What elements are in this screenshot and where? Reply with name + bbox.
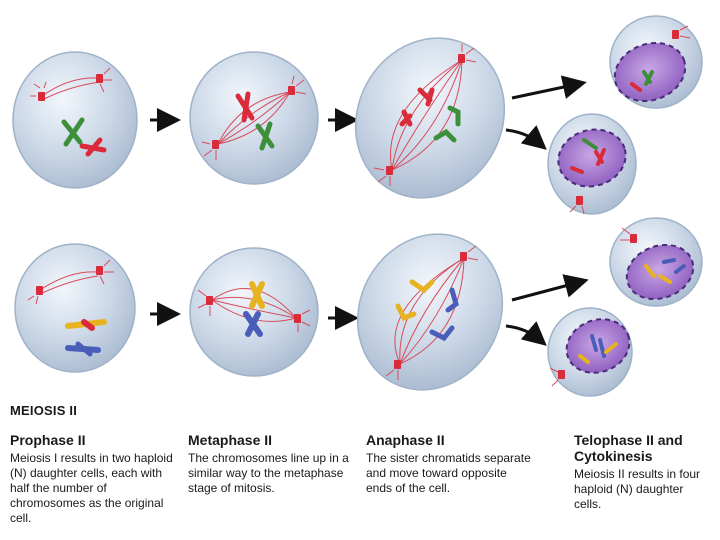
arrow-icon xyxy=(511,75,587,100)
stage-description: The sister chromatids separate and move … xyxy=(366,451,531,495)
anaphase-cell-bottom xyxy=(356,233,504,391)
chromosome-icon xyxy=(65,319,107,331)
anaphase-cell-top xyxy=(354,37,506,199)
nucleus xyxy=(557,128,627,188)
daughter-cell-4 xyxy=(547,307,633,397)
centrosome-icon xyxy=(288,75,307,95)
stage-description: The chromosomes line up in a similar way… xyxy=(188,451,349,495)
daughter-cell-3 xyxy=(609,217,703,307)
centrosome-icon xyxy=(385,360,401,380)
centrosome-icon xyxy=(630,234,637,243)
chromosome-icon xyxy=(61,117,85,147)
centrosome-icon xyxy=(201,140,219,160)
centrosome-icon xyxy=(576,196,583,205)
nucleus xyxy=(625,243,695,301)
centrosome-icon xyxy=(96,67,112,93)
prophase-cell-top xyxy=(12,51,138,189)
arrow-icon xyxy=(505,321,547,346)
centrosome-icon xyxy=(30,81,47,101)
chromosome-icon xyxy=(429,325,455,342)
prophase-cell-bottom xyxy=(14,243,136,373)
chromosome-icon xyxy=(65,341,101,357)
centrosome-icon xyxy=(373,166,393,186)
chromosome-icon xyxy=(417,87,435,107)
centrosome-icon xyxy=(96,259,114,285)
centrosome-icon xyxy=(558,370,565,379)
centrosome-icon xyxy=(294,309,311,332)
chromosome-icon xyxy=(445,287,459,313)
chromosome-icon xyxy=(395,303,417,322)
stage-metaphase: Metaphase II The chromosomes line up in … xyxy=(188,432,358,496)
stage-title: Anaphase II xyxy=(366,432,445,448)
centrosome-icon xyxy=(460,245,479,261)
chromosome-icon xyxy=(243,311,263,337)
metaphase-cell-top xyxy=(189,51,319,185)
arrow-icon xyxy=(505,125,547,150)
arrow-icon xyxy=(511,274,589,302)
chromosome-icon xyxy=(399,109,413,127)
centrosome-icon xyxy=(27,286,43,305)
daughter-cell-1 xyxy=(609,15,703,109)
stage-telophase: Telophase II and Cytokinesis Meiosis II … xyxy=(574,432,714,512)
centrosome-icon xyxy=(458,44,477,63)
chromosome-icon xyxy=(409,279,435,294)
meiosis-diagram xyxy=(12,15,703,397)
chromosome-icon xyxy=(447,105,461,127)
chromosome-icon xyxy=(255,121,275,151)
stage-title: Telophase II and Cytokinesis xyxy=(574,432,683,464)
chromosome-icon xyxy=(235,91,255,123)
stage-description: Meiosis I results in two haploid (N) dau… xyxy=(10,451,173,525)
centrosome-icon xyxy=(672,30,679,39)
stage-title: Metaphase II xyxy=(188,432,273,448)
stage-description: Meiosis II results in four haploid (N) d… xyxy=(574,467,701,511)
stage-title: Prophase II xyxy=(10,432,86,448)
section-title: MEIOSIS II xyxy=(10,403,78,418)
daughter-cell-2 xyxy=(547,113,637,215)
centrosome-icon xyxy=(197,289,213,316)
chromosome-icon xyxy=(433,128,457,143)
chromosome-icon xyxy=(249,281,265,309)
chromosome-icon xyxy=(79,137,107,157)
stage-anaphase: Anaphase II The sister chromatids separa… xyxy=(366,432,536,496)
stage-prophase: Prophase II Meiosis I results in two hap… xyxy=(10,432,180,526)
metaphase-cell-bottom xyxy=(189,247,319,377)
